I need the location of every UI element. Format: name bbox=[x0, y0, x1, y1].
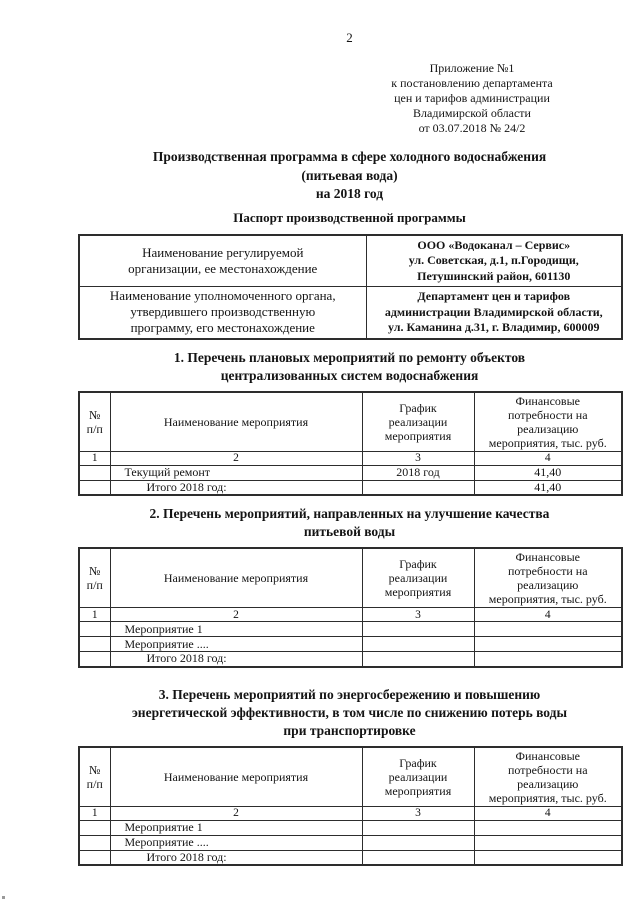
table-row: Итого 2018 год: bbox=[78, 651, 623, 667]
cell-num bbox=[78, 464, 111, 481]
cell-num bbox=[78, 651, 111, 667]
section-2-table: № п/п Наименование мероприятия График ре… bbox=[78, 547, 623, 668]
column-number: 1 bbox=[78, 450, 111, 466]
cell-schedule: 2018 год bbox=[361, 464, 475, 481]
column-number: 2 bbox=[109, 607, 363, 622]
cell-finance bbox=[473, 651, 623, 667]
page-number: 2 bbox=[346, 30, 353, 45]
cell-schedule bbox=[361, 479, 475, 496]
cell-num bbox=[78, 636, 111, 652]
cell-num bbox=[78, 621, 111, 637]
cell-name: Мероприятие .... bbox=[109, 636, 363, 652]
passport-value-cell: ООО «Водоканал – Сервис» ул. Советская, … bbox=[365, 234, 623, 287]
cell-finance bbox=[473, 636, 623, 652]
section-2-heading: 2. Перечень мероприятий, направленных на… bbox=[149, 506, 550, 539]
column-number: 1 bbox=[78, 805, 111, 821]
cell-name: Текущий ремонт bbox=[109, 464, 363, 481]
column-header-num: № п/п bbox=[78, 746, 111, 807]
cell-finance: 41,40 bbox=[473, 479, 623, 496]
cell-name: Мероприятие 1 bbox=[109, 621, 363, 637]
table-row: Итого 2018 год: bbox=[78, 849, 623, 866]
cell-schedule bbox=[361, 651, 475, 667]
cell-name: Мероприятие 1 bbox=[109, 819, 363, 836]
column-header-schedule: График реализации мероприятия bbox=[361, 547, 475, 608]
column-number: 4 bbox=[473, 450, 623, 466]
cell-name: Итого 2018 год: bbox=[109, 651, 363, 667]
cell-num bbox=[78, 849, 111, 866]
passport-label-cell: Наименование уполномоченного органа, утв… bbox=[78, 286, 367, 339]
table-row: Итого 2018 год: 41,40 bbox=[78, 479, 623, 496]
cell-finance bbox=[473, 819, 623, 836]
cell-name: Итого 2018 год: bbox=[109, 479, 363, 496]
column-numbers-row: 1 2 3 4 bbox=[78, 450, 623, 466]
table-row: Мероприятие 1 bbox=[78, 819, 623, 836]
table-row: Мероприятие 1 bbox=[78, 621, 623, 637]
cell-schedule bbox=[361, 636, 475, 652]
table-header-row: № п/п Наименование мероприятия График ре… bbox=[78, 547, 623, 608]
column-number: 1 bbox=[78, 607, 111, 622]
column-number: 2 bbox=[109, 805, 363, 821]
column-number: 4 bbox=[473, 805, 623, 821]
passport-heading: Паспорт производственной программы bbox=[233, 209, 466, 225]
column-numbers-row: 1 2 3 4 bbox=[78, 607, 623, 622]
column-number: 4 bbox=[473, 607, 623, 622]
cell-name: Итого 2018 год: bbox=[109, 849, 363, 866]
column-header-name: Наименование мероприятия bbox=[109, 547, 363, 608]
column-number: 3 bbox=[361, 805, 475, 821]
column-number: 3 bbox=[361, 450, 475, 466]
passport-table: Наименование регулируемой организации, е… bbox=[78, 233, 623, 340]
cell-schedule bbox=[361, 621, 475, 637]
column-header-schedule: График реализации мероприятия bbox=[361, 746, 475, 807]
cell-finance bbox=[473, 849, 623, 866]
column-header-num: № п/п bbox=[78, 391, 111, 452]
section-3-heading: 3. Перечень мероприятий по энергосбереже… bbox=[131, 686, 568, 738]
cell-schedule bbox=[361, 819, 475, 836]
column-header-finance: Финансовые потребности на реализацию мер… bbox=[473, 391, 623, 452]
table-header-row: № п/п Наименование мероприятия График ре… bbox=[78, 391, 623, 452]
passport-value-cell: Департамент цен и тарифов администрации … bbox=[365, 286, 623, 339]
passport-row: Наименование регулируемой организации, е… bbox=[78, 234, 623, 287]
page-content: 2 Приложение №1 к постановлению департам… bbox=[78, 0, 623, 866]
table-row: Текущий ремонт 2018 год 41,40 bbox=[78, 464, 623, 481]
cell-finance: 41,40 bbox=[473, 464, 623, 481]
passport-label-cell: Наименование регулируемой организации, е… bbox=[78, 234, 367, 287]
cell-schedule bbox=[361, 849, 475, 866]
cell-num bbox=[78, 834, 111, 851]
cell-schedule bbox=[361, 834, 475, 851]
cell-name: Мероприятие .... bbox=[109, 834, 363, 851]
column-header-schedule: График реализации мероприятия bbox=[361, 391, 475, 452]
appendix-block: Приложение №1 к постановлению департамен… bbox=[391, 61, 553, 135]
document-title: Производственная программа в сфере холод… bbox=[152, 149, 547, 201]
column-number: 3 bbox=[361, 607, 475, 622]
cell-finance bbox=[473, 621, 623, 637]
column-header-name: Наименование мероприятия bbox=[109, 391, 363, 452]
column-number: 2 bbox=[109, 450, 363, 466]
table-header-row: № п/п Наименование мероприятия График ре… bbox=[78, 746, 623, 807]
table-row: Мероприятие .... bbox=[78, 636, 623, 652]
section-3-table: № п/п Наименование мероприятия График ре… bbox=[78, 745, 623, 866]
section-1-table: № п/п Наименование мероприятия График ре… bbox=[78, 390, 623, 496]
column-header-name: Наименование мероприятия bbox=[109, 746, 363, 807]
column-numbers-row: 1 2 3 4 bbox=[78, 805, 623, 821]
table-row: Мероприятие .... bbox=[78, 834, 623, 851]
column-header-num: № п/п bbox=[78, 547, 111, 608]
cell-num bbox=[78, 479, 111, 496]
cell-finance bbox=[473, 834, 623, 851]
passport-row: Наименование уполномоченного органа, утв… bbox=[78, 286, 623, 339]
scan-artifact bbox=[2, 896, 5, 899]
section-1-heading: 1. Перечень плановых мероприятий по ремо… bbox=[173, 349, 526, 383]
cell-num bbox=[78, 819, 111, 836]
column-header-finance: Финансовые потребности на реализацию мер… bbox=[473, 547, 623, 608]
column-header-finance: Финансовые потребности на реализацию мер… bbox=[473, 746, 623, 807]
